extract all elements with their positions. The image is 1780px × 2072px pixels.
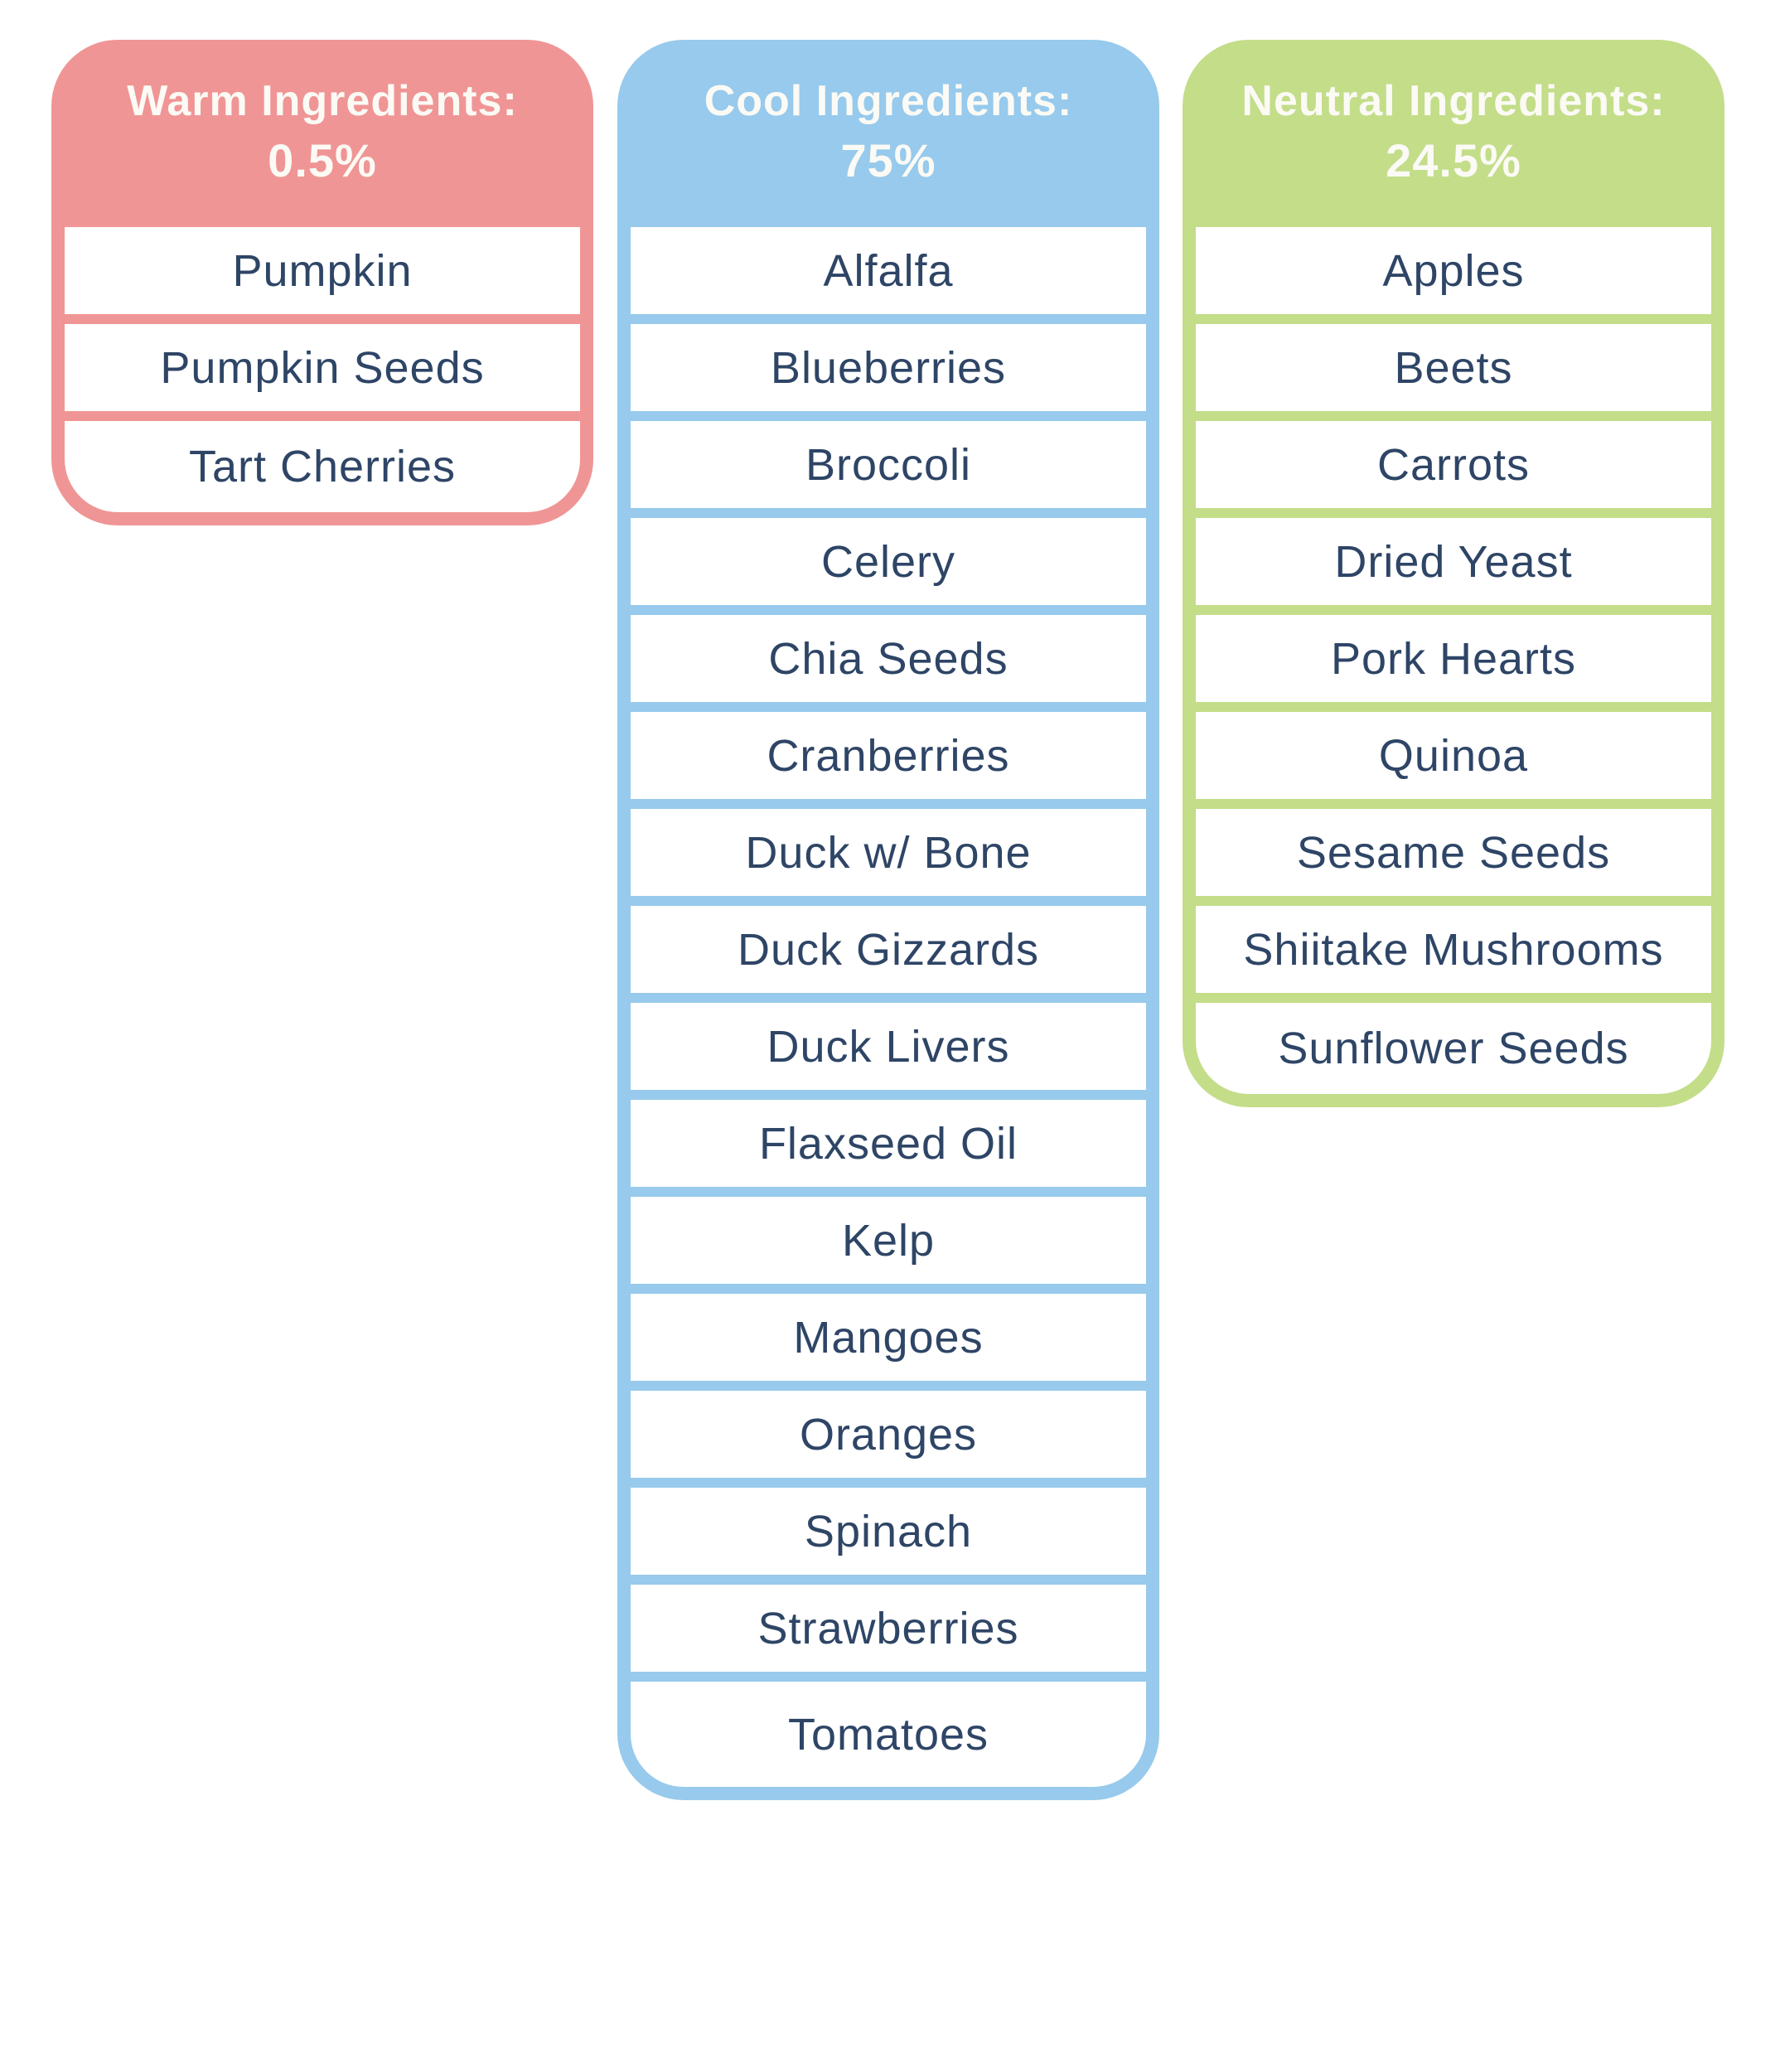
cool-ingredient-item: Duck Livers <box>631 1003 1146 1090</box>
cool-ingredient-item: Blueberries <box>631 324 1146 411</box>
neutral-card-percent: 24.5% <box>1386 134 1521 186</box>
cool-ingredient-item: Celery <box>631 518 1146 605</box>
cool-ingredient-item: Cranberries <box>631 712 1146 799</box>
neutral-ingredient-item: Pork Hearts <box>1196 615 1711 702</box>
neutral-ingredient-item: Carrots <box>1196 421 1711 508</box>
cool-card-percent: 75% <box>840 134 936 186</box>
warm-ingredient-item: Pumpkin <box>65 227 580 314</box>
cool-ingredient-item: Chia Seeds <box>631 615 1146 702</box>
cool-ingredient-item: Duck w/ Bone <box>631 809 1146 896</box>
neutral-ingredient-item: Shiitake Mushrooms <box>1196 906 1711 993</box>
warm-card-header: Warm Ingredients: 0.5% <box>65 40 580 227</box>
neutral-ingredient-item: Quinoa <box>1196 712 1711 799</box>
cool-ingredient-item: Tomatoes <box>631 1682 1146 1787</box>
cool-ingredient-item: Alfalfa <box>631 227 1146 314</box>
warm-ingredient-item: Tart Cherries <box>65 421 580 512</box>
neutral-ingredient-item: Apples <box>1196 227 1711 314</box>
cool-card-header: Cool Ingredients: 75% <box>631 40 1146 227</box>
neutral-ingredient-item: Dried Yeast <box>1196 518 1711 605</box>
cool-ingredient-item: Kelp <box>631 1197 1146 1284</box>
cool-card-title: Cool Ingredients: <box>704 77 1073 125</box>
warm-card-title: Warm Ingredients: <box>127 77 518 125</box>
warm-ingredient-item: Pumpkin Seeds <box>65 324 580 411</box>
neutral-card-header: Neutral Ingredients: 24.5% <box>1196 40 1711 227</box>
cool-ingredient-item: Strawberries <box>631 1585 1146 1672</box>
neutral-card-title: Neutral Ingredients: <box>1241 77 1666 125</box>
neutral-ingredient-item: Sunflower Seeds <box>1196 1003 1711 1094</box>
cool-ingredient-item: Duck Gizzards <box>631 906 1146 993</box>
cool-ingredient-item: Flaxseed Oil <box>631 1100 1146 1187</box>
neutral-ingredient-item: Sesame Seeds <box>1196 809 1711 896</box>
neutral-ingredient-item: Beets <box>1196 324 1711 411</box>
cool-ingredient-item: Mangoes <box>631 1294 1146 1381</box>
warm-card-percent: 0.5% <box>268 134 377 186</box>
cool-ingredient-item: Spinach <box>631 1488 1146 1575</box>
cool-ingredient-item: Broccoli <box>631 421 1146 508</box>
cool-ingredient-item: Oranges <box>631 1391 1146 1478</box>
